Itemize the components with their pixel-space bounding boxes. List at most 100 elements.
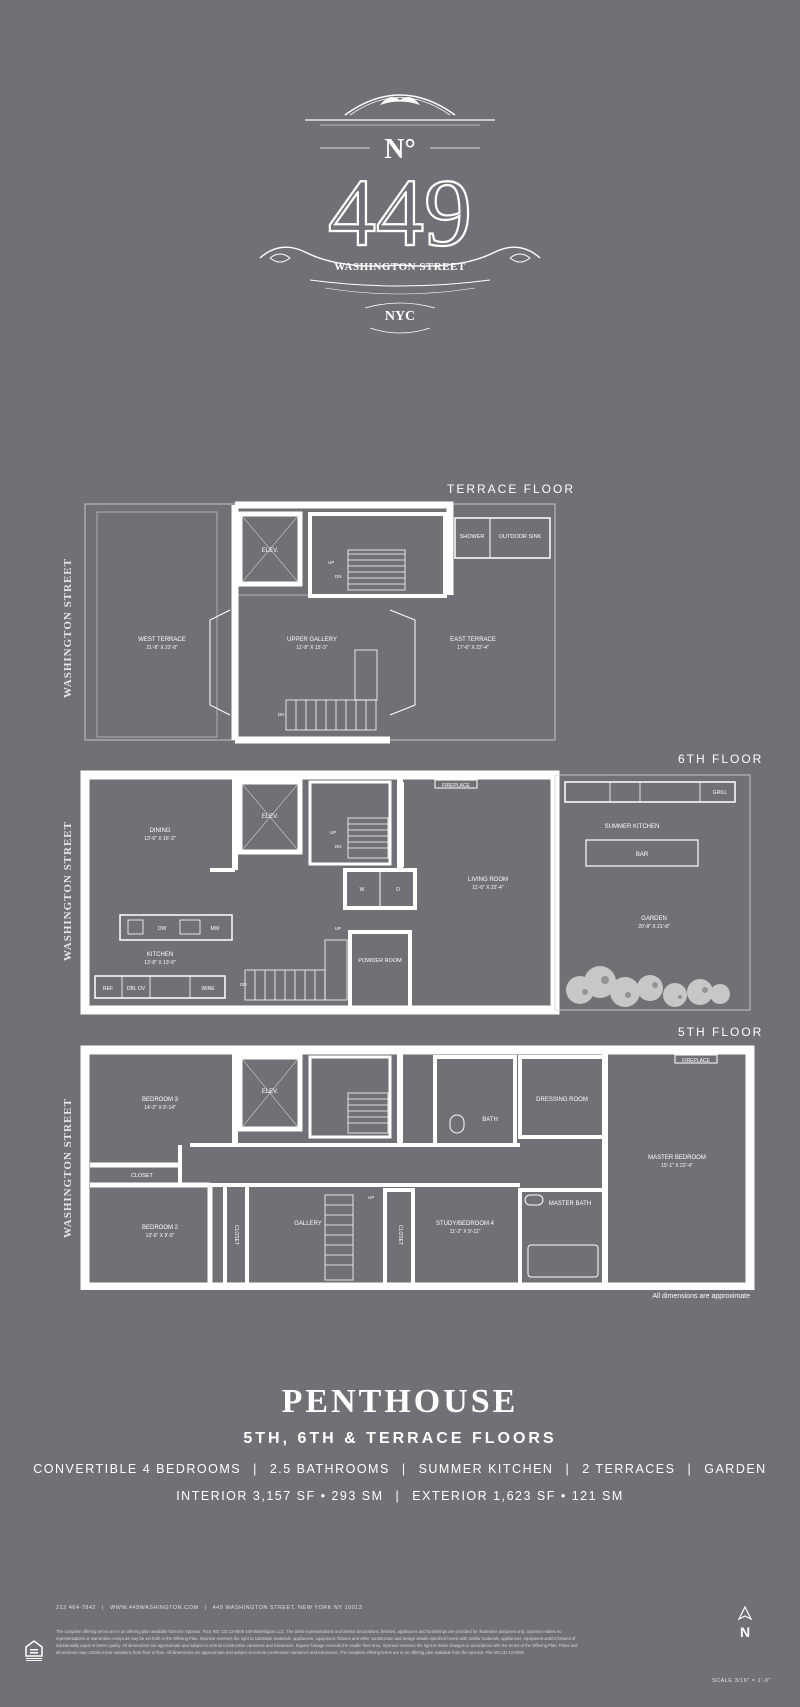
east-terrace-dims: 17'-6" X 22'-4" (457, 645, 489, 651)
sixth-exterior-walls (80, 770, 560, 1015)
sixth-stair-hall (308, 780, 392, 866)
bath-name: BATH (482, 1117, 498, 1123)
sixth-fireplace-label: FIREPLACE (442, 783, 470, 789)
street-label-terrace: WASHINGTON STREET (62, 558, 74, 698)
legal-disclaimer: The complete offering terms are in an of… (56, 1629, 578, 1655)
terrace-dn-label: DN (335, 574, 342, 579)
washer-label: W (360, 887, 365, 893)
bedroom3-closet-label: CLOSET (131, 1173, 154, 1179)
fifth-stair-hall (308, 1055, 392, 1139)
ref-label: REF (103, 986, 113, 992)
study-closet (383, 1188, 415, 1287)
features-line: CONVERTIBLE 4 BEDROOMS|2.5 BATHROOMS|SUM… (33, 1462, 767, 1476)
fifth-elevator (237, 1054, 303, 1132)
dryer-label: D (396, 887, 400, 893)
terrace-stair-hall (308, 512, 447, 598)
feature-summer-kitchen: SUMMER KITCHEN (418, 1462, 554, 1476)
feature-terraces: 2 TERRACES (582, 1462, 676, 1476)
logo-street: WASHINGTON STREET (334, 261, 466, 273)
logo-number-prefix: N° (384, 134, 415, 165)
hall-bath (433, 1055, 517, 1147)
summer-kitchen-counter (564, 781, 736, 803)
bedroom3-dims: 14'-2" X 9'-14" (144, 1105, 176, 1111)
study-closet-label: CLOSET (397, 1225, 403, 1245)
terrace-elev-label: ELEV. (262, 548, 279, 554)
bedroom2-dims: 13'-6" X 9'-5" (146, 1233, 175, 1239)
garden-dims: 20'-8" X 21'-8" (638, 924, 670, 930)
terrace-outline (84, 503, 556, 741)
master-bath (518, 1188, 607, 1287)
kitchen-counter (94, 975, 226, 999)
interior-area: INTERIOR 3,157 SF • 293 SM (176, 1489, 384, 1503)
terrace-stairs (347, 549, 406, 591)
approx-note: All dimensions are approximate (652, 1293, 750, 1300)
mw-label: MW (211, 926, 220, 932)
terrace-dn-label-2: DN (278, 712, 285, 717)
outdoor-sink-label: OUTDOOR SINK (499, 534, 542, 540)
east-terrace-name: EAST TERRACE (450, 637, 496, 643)
bedroom2-name: BEDROOM 2 (142, 1225, 179, 1231)
shower-sink-area (454, 517, 551, 559)
sixth-floor-plan: FIREPLACE ELEV. DINING 13'-6" X 16'-2" K… (80, 770, 751, 1015)
bedroom2-closet-label: CLOSET (233, 1225, 239, 1245)
fifth-floor-plan: FIREPLACE ELEV. BEDROOM 3 14'-2" X 9'-14… (80, 1045, 755, 1290)
footer-phone: 212 464-7842 (56, 1605, 96, 1611)
penthouse-title: PENTHOUSE (281, 1383, 519, 1420)
master-bedroom-name: MASTER BEDROOM (648, 1155, 706, 1161)
dressing-room-name: DRESSING ROOM (536, 1097, 588, 1103)
kitchen-dims: 13'-8" X 13'-6" (144, 960, 176, 966)
fifth-exterior-walls (80, 1045, 755, 1290)
fifth-stairs (324, 1092, 389, 1281)
logo-graphic: N° 449 WASHINGTON STREET NYC (259, 94, 541, 334)
powder-room-name: POWDER ROOM (358, 958, 402, 964)
sixth-elevator (237, 779, 303, 855)
north-arrow-icon: N (735, 1605, 755, 1645)
street-label-sixth: WASHINGTON STREET (62, 821, 74, 961)
floors-subtitle: 5TH, 6TH & TERRACE FLOORS (243, 1430, 557, 1447)
feature-bedrooms: CONVERTIBLE 4 BEDROOMS (33, 1462, 242, 1476)
shower-label: SHOWER (460, 534, 485, 540)
study-dims: 11'-2" X 9'-11" (450, 1229, 481, 1235)
terrace-lower-stairs (285, 649, 378, 731)
footer-website[interactable]: WWW.449WASHINGTON.COM (110, 1605, 199, 1611)
sixth-dn-label-2: DN (240, 982, 247, 987)
sixth-stairs (244, 817, 389, 1001)
terrace-up-label: UP (328, 560, 334, 565)
fifth-floor-label: 5TH FLOOR (678, 1025, 764, 1039)
master-bedroom-dims: 15'-1" X 22'-4" (661, 1163, 693, 1169)
master-bath-name: MASTER BATH (549, 1201, 591, 1207)
fifth-elev-label: ELEV. (262, 1089, 279, 1095)
footer-contact: 212 464-7842 | WWW.449WASHINGTON.COM | 4… (56, 1605, 363, 1611)
dw-label: DW (158, 926, 167, 932)
garden-name: GARDEN (641, 916, 667, 922)
bedroom3-name: BEDROOM 3 (142, 1097, 179, 1103)
bar-counter (585, 839, 699, 867)
sixth-floor-label: 6TH FLOOR (678, 752, 764, 766)
equal-housing-icon (25, 1640, 43, 1661)
summer-kitchen-name: SUMMER KITCHEN (605, 824, 660, 830)
garden-plantings (566, 966, 730, 1007)
dining-dims: 13'-6" X 16'-2" (144, 836, 176, 842)
feature-bathrooms: 2.5 BATHROOMS (269, 1462, 390, 1476)
wine-label: WINE (201, 986, 215, 992)
living-room-dims: 11'-6" X 22'-4" (472, 885, 503, 891)
sixth-elev-label: ELEV. (262, 814, 279, 820)
terrace-elevator (237, 511, 303, 587)
upper-gallery-dims: 11'-8" X 15'-3" (296, 645, 327, 651)
logo: N° 449 WASHINGTON STREET NYC (250, 80, 550, 340)
logo-city: NYC (385, 309, 415, 324)
street-label-fifth: WASHINGTON STREET (62, 1098, 74, 1238)
garden-outline (554, 774, 751, 1011)
logo-number: 449 (328, 159, 472, 266)
sixth-up-label: UP (330, 830, 336, 835)
terrace-floor-plan: ELEV. SHOWER OUTDOOR SINK UP DN DN WEST … (84, 501, 556, 744)
fifth-up-label: UP (368, 1195, 374, 1200)
west-terrace-name: WEST TERRACE (138, 637, 185, 643)
kitchen-island (119, 914, 233, 941)
dbl-ov-label: DBL OV (127, 986, 146, 992)
feature-garden: GARDEN (704, 1462, 767, 1476)
study-name: STUDY/BEDROOM 4 (436, 1221, 495, 1227)
kitchen-name: KITCHEN (147, 952, 173, 958)
bar-label: BAR (636, 852, 649, 858)
west-terrace-area (96, 511, 218, 738)
